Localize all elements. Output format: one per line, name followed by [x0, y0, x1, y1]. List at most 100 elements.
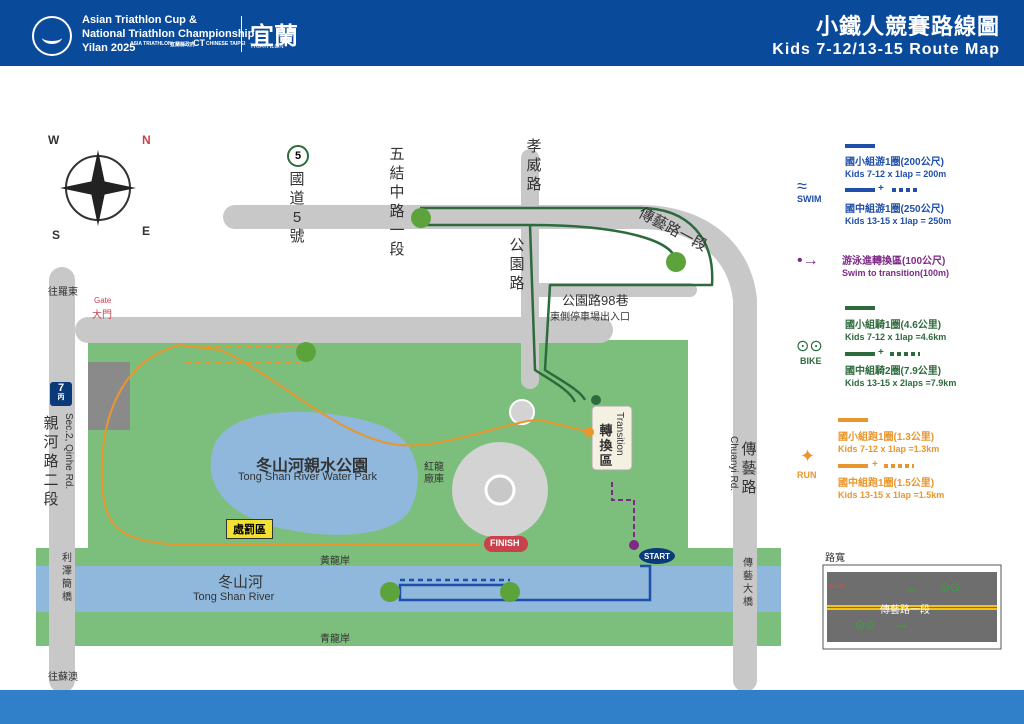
label-parking: 東側停車場出入口 — [550, 312, 630, 323]
label-lane98: 公園路98巷 — [562, 293, 629, 308]
triathlon-logo-icon — [32, 16, 72, 56]
road-width-name: 傳藝路一段 — [880, 605, 930, 616]
compass-rose-icon — [60, 150, 136, 226]
legend-bike1-en: Kids 7-12 x 1lap =4.6km — [845, 332, 947, 342]
header-divider — [241, 16, 242, 52]
park-bank-bottom — [36, 612, 781, 646]
footer-bar — [0, 690, 1024, 724]
legend-swim1: 國小組游1圈(200公尺) — [845, 157, 944, 168]
label-chuanyi-bridge: 傳藝大橋 — [743, 558, 753, 608]
brand-line3: Yilan 2025 — [82, 42, 136, 54]
swim-transition-dot — [629, 540, 639, 550]
label-qinhe-zh: 親河路二段 — [43, 415, 59, 508]
label-gongyuan: 公園路 — [509, 237, 525, 292]
label-wujie: 五結中路一段 — [389, 146, 405, 258]
legend-run2-en: Kids 13-15 x 1lap =1.5km — [838, 490, 945, 500]
label-chuanyi-en: Chuanyi Rd. — [728, 436, 739, 492]
run-icon: ✦ — [800, 446, 816, 466]
label-qinglong: 青龍岸 — [320, 634, 350, 645]
transition-box — [591, 405, 633, 471]
legend-swim2: 國中組游1圈(250公尺) — [845, 204, 944, 215]
compass-w: W — [48, 133, 60, 147]
compass-s: S — [52, 228, 61, 242]
legend-swim-label: SWIM — [797, 194, 822, 204]
bike-route-end — [591, 395, 601, 405]
legend-plus-1: + — [878, 183, 884, 194]
sponsor-chinese-taipei: CHINESE TAIPEI — [206, 41, 246, 47]
road-width-bike-icon-2: ⊙⊙ — [855, 618, 876, 632]
label-lize: 利澤簡橋 — [62, 553, 72, 603]
legend-swim1-en: Kids 7-12 x 1lap = 200m — [845, 169, 947, 179]
run-turn-icon — [296, 342, 316, 362]
bike-route-outer — [420, 206, 714, 401]
label-finish: FINISH — [490, 538, 520, 548]
road-width-arrow-left-icon: ← — [905, 580, 919, 596]
road-width-bike-icon-1: ⊙⊙ — [940, 580, 961, 594]
road-chuanyi-curve — [528, 205, 757, 692]
run-start-dot — [584, 427, 594, 437]
page-title: 小鐵人競賽路線圖 — [815, 14, 1000, 39]
road-width-title: 路寬 — [825, 553, 845, 564]
lake — [210, 411, 418, 535]
legend-bike-label: BIKE — [800, 356, 822, 366]
run-route — [100, 344, 591, 546]
bike-turn-icon-1 — [411, 208, 431, 228]
legend-swim2-en: Kids 13-15 x 1lap = 250m — [845, 216, 952, 226]
bike-turn-icon-2 — [666, 252, 686, 272]
road-width-arrow-right-icon: → — [895, 616, 909, 632]
start-badge — [639, 548, 675, 564]
label-transition-en: Transition — [614, 412, 625, 456]
legend-plus-3: + — [872, 459, 878, 470]
label-gate-zh: 大門 — [92, 310, 112, 321]
finish-badge — [484, 536, 528, 552]
swim-turn-icon-1 — [380, 582, 400, 602]
legend-bike2-en: Kids 13-15 x 2laps =7.9km — [845, 378, 957, 388]
yilan-logo-sub: TRIATHLON — [250, 44, 284, 50]
label-huanglong: 黃龍岸 — [320, 556, 350, 567]
legend-swim-tr: 游泳進轉換區(100公尺) — [842, 256, 946, 267]
header-bar: Asian Triathlon Cup & National Triathlon… — [0, 0, 1024, 66]
label-river-en: Tong Shan River — [193, 591, 275, 603]
label-qinhe-en: Sec.2, Qinhe Rd. — [63, 413, 74, 490]
legend-run1-en: Kids 7-12 x 1lap =1.3km — [838, 444, 940, 454]
sponsor-yilan-gov: 宜蘭縣政府 — [170, 42, 196, 48]
swim-icon: ≈ — [797, 176, 807, 196]
label-to-luodong: 往羅東 — [48, 287, 78, 298]
legend-swim-tr-en: Swim to transition(100m) — [842, 268, 950, 278]
label-river-zh: 冬山河 — [218, 574, 264, 591]
label-start: START — [644, 552, 671, 561]
compass-n: N — [142, 133, 151, 147]
run-route-extra — [185, 346, 300, 363]
swim-transition-path — [611, 480, 635, 545]
label-hongguan: 紅龍廠庫 — [424, 462, 444, 485]
freeway-badge: 5 — [287, 145, 309, 167]
sponsor-asia-triathlon: ASIA TRIATHLON — [130, 41, 172, 47]
legend-bike1: 國小組騎1圈(4.6公里) — [845, 320, 942, 331]
yilan-logo: 宜蘭 — [250, 21, 298, 50]
plaza-small — [509, 399, 535, 425]
route7-badge: 7 丙 — [50, 382, 72, 406]
compass-e: E — [142, 224, 151, 238]
label-chuanyi-road: 傳藝路 — [741, 441, 757, 496]
park-bank-top — [36, 548, 781, 566]
legend-run-label: RUN — [797, 470, 817, 480]
brand-line1: Asian Triathlon Cup & — [82, 14, 197, 26]
legend-run1: 國小組跑1圈(1.3公里) — [838, 432, 935, 443]
label-park-en: Tong Shan River Water Park — [238, 471, 377, 483]
legend-run2: 國中組跑1圈(1.5公里) — [838, 478, 935, 489]
route7-sub: 丙 — [57, 394, 65, 401]
river — [36, 566, 781, 612]
label-xiaowei: 孝威路 — [526, 138, 542, 193]
label-transition-zh: 轉換區 — [599, 423, 613, 468]
sponsor-ct: CT — [193, 38, 205, 48]
page-subtitle: Kids 7-12/13-15 Route Map — [772, 41, 1000, 58]
label-to-suao: 往蘇澳 — [48, 672, 78, 683]
route7-num: 7 — [57, 382, 65, 394]
label-freeway: 國道5號 — [289, 171, 305, 245]
label-gate-en: Gate — [94, 296, 112, 305]
bike-icon: ⊙⊙ — [796, 338, 823, 355]
brand-line2: National Triathlon Championship — [82, 28, 255, 40]
legend-bike2: 國中組騎2圈(7.9公里) — [845, 366, 942, 377]
road-width-value: 6.5m — [830, 584, 844, 590]
